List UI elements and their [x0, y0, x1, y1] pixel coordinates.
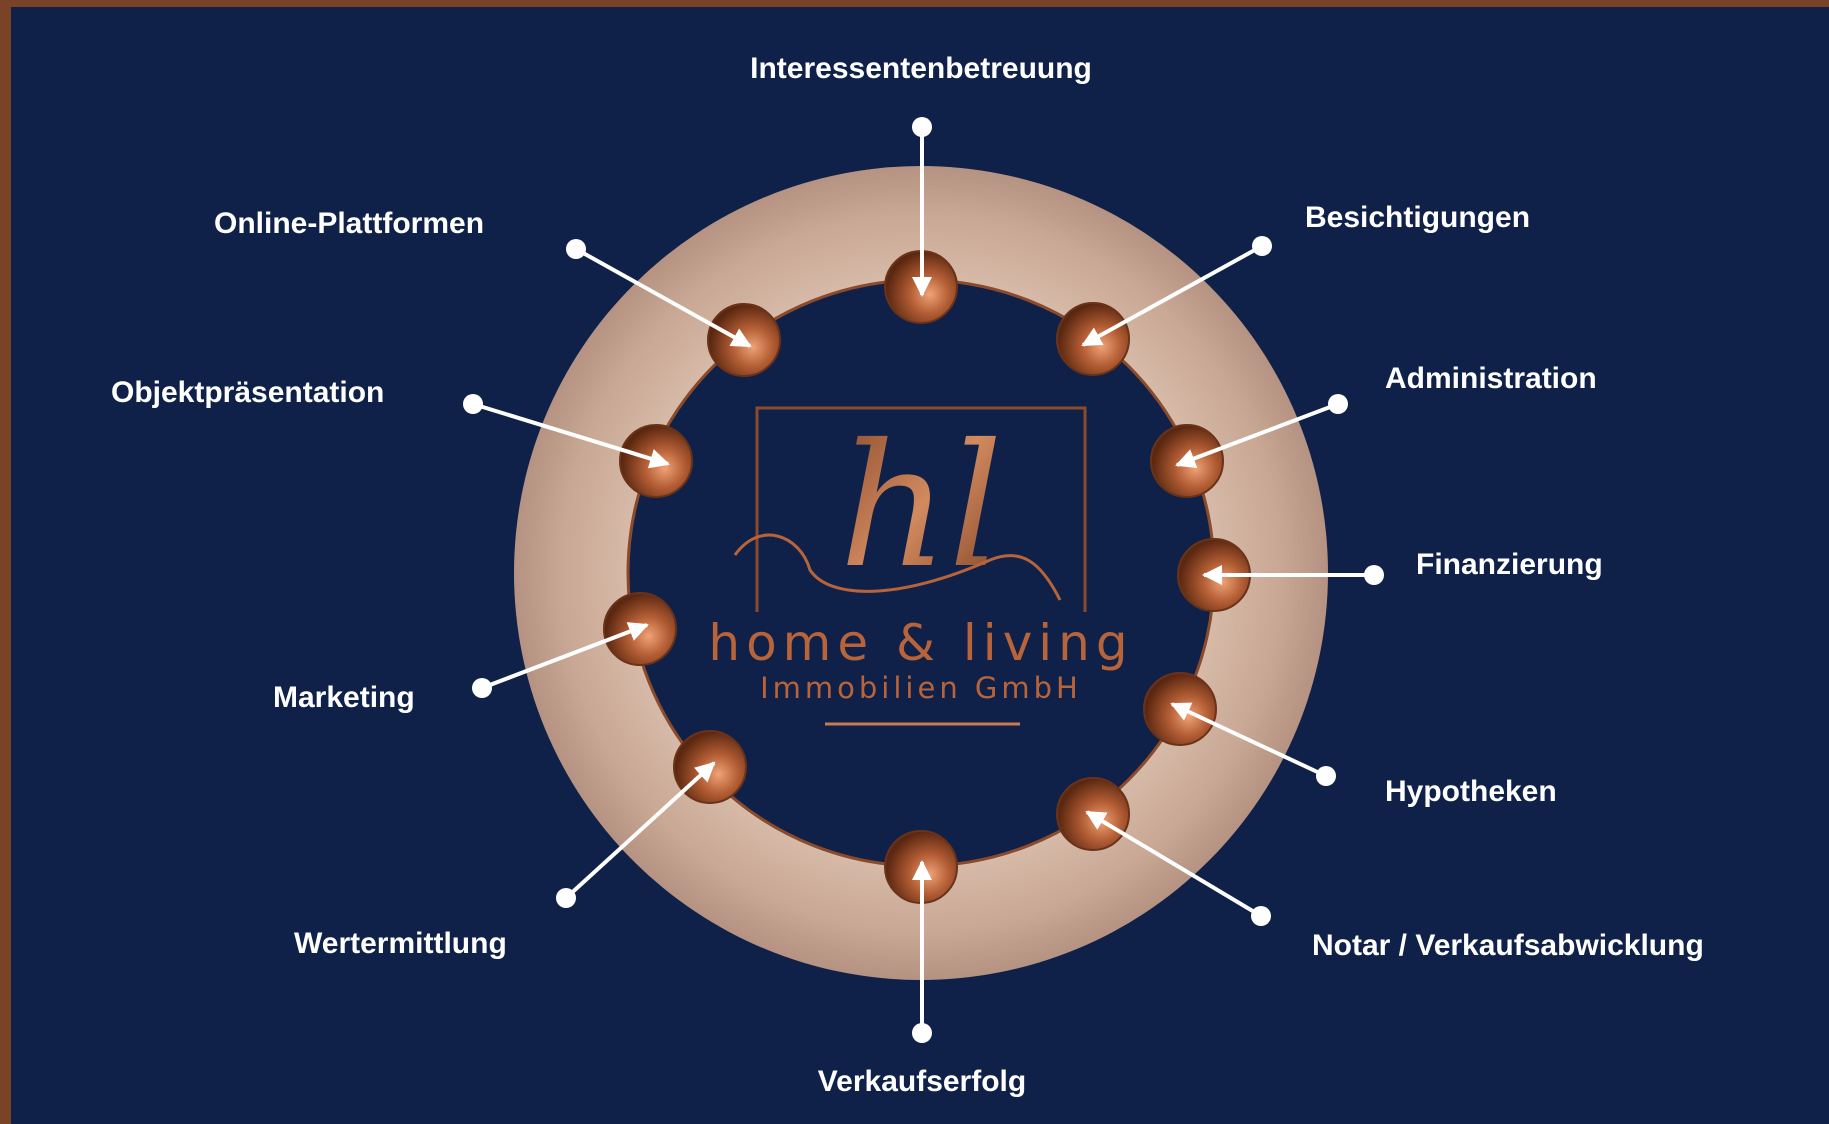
- connector-notar: [1085, 810, 1271, 926]
- label-administration: Administration: [1385, 362, 1597, 395]
- logo-mask: [705, 612, 1135, 702]
- logo-name: home & living: [708, 614, 1133, 672]
- connector-dot: [1328, 394, 1348, 414]
- connector-dot: [912, 117, 932, 137]
- label-wertermittlung: Wertermittlung: [294, 927, 507, 960]
- connector-dot: [556, 888, 576, 908]
- connector-dot: [463, 394, 483, 414]
- label-besichtigungen: Besichtigungen: [1305, 201, 1531, 234]
- connector-online-plattformen: [566, 239, 752, 348]
- logo-monogram: hl: [839, 408, 1003, 606]
- company-logo: hl home & living Immobilien GmbH: [705, 406, 1135, 726]
- connector-objektpraesentation: [463, 394, 670, 469]
- connector-verkaufserfolg: [912, 860, 932, 1043]
- connector-administration: [1175, 394, 1348, 468]
- connector-dot: [1251, 906, 1271, 926]
- bead-online-plattformen: [707, 303, 781, 377]
- connector-besichtigungen: [1081, 236, 1272, 347]
- connector-dot: [566, 239, 586, 259]
- connector-hypotheken: [1170, 702, 1336, 786]
- label-notar: Notar / Verkaufsabwicklung: [1312, 929, 1704, 962]
- connector-finanzierung: [1202, 565, 1384, 585]
- connector-dot: [1364, 565, 1384, 585]
- label-finanzierung: Finanzierung: [1416, 548, 1603, 581]
- label-hypotheken: Hypotheken: [1385, 775, 1557, 808]
- connectors: [463, 117, 1384, 1043]
- label-verkaufserfolg: Verkaufserfolg: [817, 1065, 1027, 1098]
- logo-company: Immobilien GmbH: [760, 671, 1082, 705]
- label-marketing: Marketing: [273, 681, 415, 714]
- connector-dot: [912, 1023, 932, 1043]
- connector-interessentenbetreuung: [912, 117, 932, 297]
- connector-dot: [472, 678, 492, 698]
- connector-wertermittlung: [556, 761, 716, 908]
- label-interessentenbetreuung: Interessentenbetreuung: [750, 52, 1092, 85]
- connector-dot: [1252, 236, 1272, 256]
- logo-swash: [733, 533, 1062, 601]
- label-online-plattformen: Online-Plattformen: [214, 207, 485, 240]
- connector-marketing: [472, 622, 649, 698]
- connector-dot: [1316, 766, 1336, 786]
- label-objektpraesentation: Objektpräsentation: [111, 376, 385, 409]
